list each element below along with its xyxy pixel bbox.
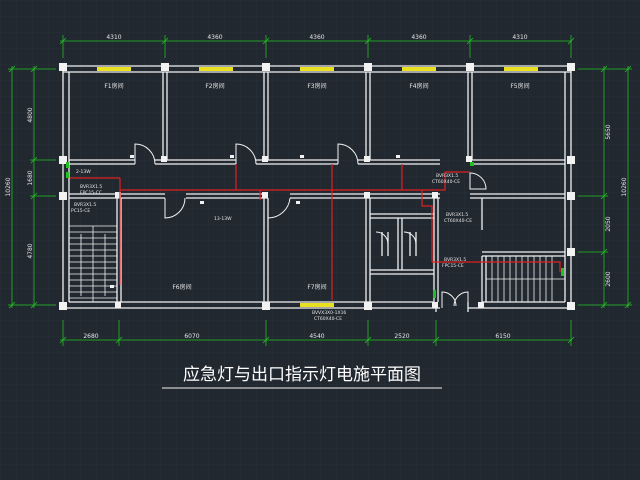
- room-label-f4: F4房间: [409, 82, 428, 90]
- room-label-f1: F1房间: [104, 82, 123, 90]
- wire-label-l11: BVVX3X0-1X16: [312, 310, 346, 316]
- wire-label-l3: 2-13W: [76, 169, 91, 175]
- columns: [59, 63, 575, 310]
- dim-right-2: 2050: [605, 216, 612, 231]
- wire-label-l4: BVR3X1.5: [74, 202, 96, 208]
- dim-top-5: 4310: [512, 34, 527, 41]
- wire-label-l6: 13-13W: [214, 216, 232, 222]
- walls: [62, 65, 572, 312]
- wire-label-l8: CT60X40-CE: [432, 179, 460, 185]
- dim-left-2: 1680: [27, 170, 34, 185]
- dim-bottom-2: 6070: [184, 333, 199, 340]
- right-stair: [486, 256, 565, 302]
- exit-markers: [66, 162, 564, 298]
- windows: [97, 67, 538, 307]
- room-label-f3: F3房间: [307, 82, 326, 90]
- emergency-wiring: [70, 164, 561, 300]
- drawing-title: 应急灯与出口指示灯电施平面图: [183, 365, 421, 385]
- dim-bottom-3: 4540: [309, 333, 324, 340]
- room-label-f7: F7房间: [307, 283, 326, 291]
- door-swings: [134, 143, 487, 308]
- dim-right-total: 10260: [621, 177, 628, 196]
- dim-right-3: 2600: [605, 271, 612, 286]
- fixture-markers: [110, 155, 400, 288]
- room-label-f5: F5房间: [510, 82, 529, 90]
- dim-top-3: 4360: [309, 34, 324, 41]
- room-label-f6: F6房间: [172, 283, 191, 291]
- wire-label-l14: CT60X40-CE: [444, 218, 472, 224]
- wire-label-l13: BVR3X1.5: [446, 212, 468, 218]
- dimension-lines: [8, 35, 632, 346]
- wire-label-l12: CT60X40-CE: [314, 316, 342, 322]
- room-label-f2: F2房间: [205, 82, 224, 90]
- dim-left-1: 4800: [27, 107, 34, 122]
- dim-top-4: 4360: [411, 34, 426, 41]
- dim-bottom-1: 2680: [83, 333, 98, 340]
- dim-top-2: 4360: [207, 34, 222, 41]
- dim-top-1: 4310: [106, 34, 121, 41]
- dim-bottom-4: 2520: [394, 333, 409, 340]
- wire-label-l1: BVR3X1.5: [80, 184, 102, 190]
- wire-label-l7: BVR3X1.5: [436, 173, 458, 179]
- wire-label-l10: FPC15-CE: [442, 263, 464, 269]
- wire-label-l5: PC15-CE: [71, 208, 90, 214]
- dim-right-1: 5650: [605, 124, 612, 139]
- dim-left-total: 10260: [5, 177, 12, 196]
- dim-bottom-5: 6150: [495, 333, 510, 340]
- wire-label-l2: FPC15-CC: [80, 190, 102, 196]
- left-stair: [69, 225, 117, 302]
- dim-left-3: 4780: [27, 243, 34, 258]
- wire-label-l9: BVR3X1.5: [444, 257, 466, 263]
